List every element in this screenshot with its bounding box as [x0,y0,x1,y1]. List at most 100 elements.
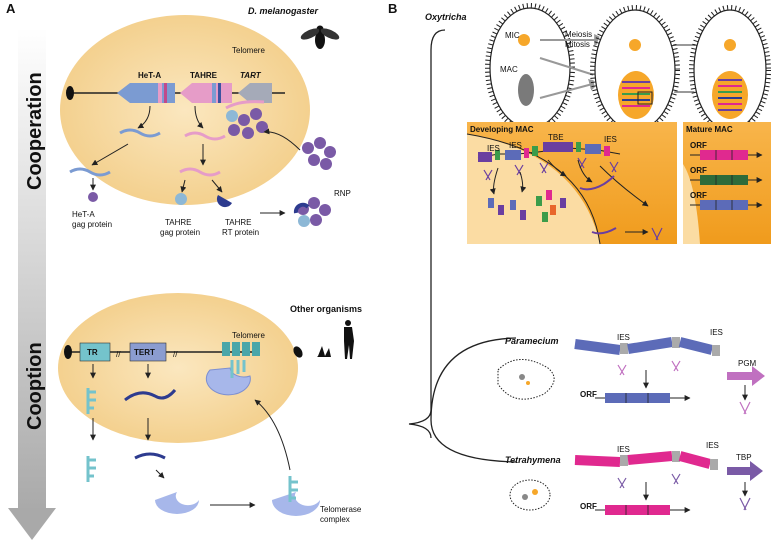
ies-label-1: IES [487,144,500,153]
cell-top [60,15,310,205]
tr-gene [79,342,111,362]
tahre-rt-l1: TAHRE [225,218,252,227]
heta-gag-l1: HeT-A [72,210,95,219]
scissors-icons [483,157,663,241]
tert-protein [155,492,199,514]
tetrahymena-ies-2: IES [706,441,719,450]
tr-rna [86,388,96,414]
organism-silhouettes-icon [293,320,354,359]
tbe-transcript [579,175,615,191]
arrows-paramecium [643,370,748,401]
paramecium-cell-icon [497,359,555,400]
break-mark-1: // [116,350,121,359]
panel-a-label: A [6,1,16,16]
heta-rna-out [69,167,111,177]
telomere-label-bottom: Telomere [232,331,265,340]
tahre-rt-protein [216,195,232,208]
tahre-rt-l2: RT protein [222,228,259,237]
ies-label-2: IES [509,141,522,150]
paramecium-ies-1: IES [617,333,630,342]
gene-heta: HeT-A [138,71,161,80]
meiosis-label: Meiosis [565,30,592,39]
tahre-rna [184,131,226,141]
tahre-gag-protein [175,193,187,205]
heta-gag-l2: gag protein [72,220,112,229]
telomerase-on-telomere [205,360,251,396]
arrows-bottom [90,364,291,508]
tetrahymena-orf [605,505,670,515]
oxytricha-label: Oxytricha [425,12,467,22]
tr-label: TR [87,348,98,357]
tetrahymena-orf-label: ORF [580,502,597,511]
telomerase-complex [272,476,320,516]
paramecium-chromosome [574,337,720,356]
excised-fragments [488,190,566,222]
mature-orf-3: ORF [690,191,707,200]
gene-tart: TART [240,71,262,80]
tahre-gag-l1: TAHRE [165,218,192,227]
telomere-repeats [222,342,260,356]
complex-l1: Telomerase [320,505,362,514]
tahre-gag-l2: gag protein [160,228,200,237]
other-organisms-label: Other organisms [290,304,362,314]
tbp-gene [727,461,763,481]
paramecium-label: Paramecium [505,336,559,346]
pgm-gene [727,366,765,386]
pgm-label: PGM [738,359,757,368]
mitosis-label: Mitosis [565,40,590,49]
tart-element [238,83,272,103]
paramecium-scissors [617,360,751,415]
paramecium-orf-label: ORF [580,390,597,399]
side-arrow [8,28,56,540]
tbp-label: TBP [736,453,752,462]
label-cooption: Cooption [24,342,46,430]
tetrahymena-chromosome [574,451,718,470]
tetrahymena-cell-icon [509,479,551,511]
organism-drosophila: D. melanogaster [248,6,319,16]
cell-bottom [58,293,298,443]
tert-gene [129,342,167,362]
tbe-label: TBE [548,133,564,142]
fly-icon [300,25,340,49]
label-cooperation: Cooperation [24,72,46,190]
bracket-main [408,29,446,439]
tr-rna-out [86,456,96,482]
rnp-label: RNP [334,189,351,198]
developing-mac-chromosome [477,142,621,162]
mature-orfs [690,150,763,210]
complex-l2: complex [320,515,350,524]
ies-label-3: IES [604,135,617,144]
tetrahymena-ies-1: IES [617,445,630,454]
free-gag-cluster [302,137,336,170]
paramecium-orf [605,393,670,403]
tert-label: TERT [134,348,155,357]
developing-mac-label: Developing MAC [470,125,534,134]
paramecium-ies-2: IES [710,328,723,337]
mature-orf-2: ORF [690,166,707,175]
centromere-bottom [64,345,72,359]
centromere-top [66,86,74,100]
tahre-rna-out [179,167,221,177]
mature-mac-label: Mature MAC [686,125,733,134]
oxytricha-cell-2 [590,5,680,135]
rnp-complex [293,197,331,227]
telomere-label-top: Telomere [232,46,265,55]
arrows-tetrahymena [643,482,748,501]
tbe-transcript-2 [591,227,617,235]
break-mark-2: // [173,350,178,359]
arrows-top [90,105,301,216]
bracket-branches [430,337,517,463]
panel-b-label: B [388,1,397,16]
tert-mrna [124,389,177,402]
tetrahymena-label: Tetrahymena [505,455,561,465]
mature-orf-1: ORF [690,141,707,150]
mic-label: MIC [505,31,520,40]
tetrahymena-scissors [617,473,751,511]
heta-gag-protein [88,192,98,202]
arrows-developing [489,159,649,235]
tert-mrna-out [134,452,166,460]
gene-tahre: TAHRE [190,71,218,80]
oxytricha-cell-3 [689,5,771,135]
